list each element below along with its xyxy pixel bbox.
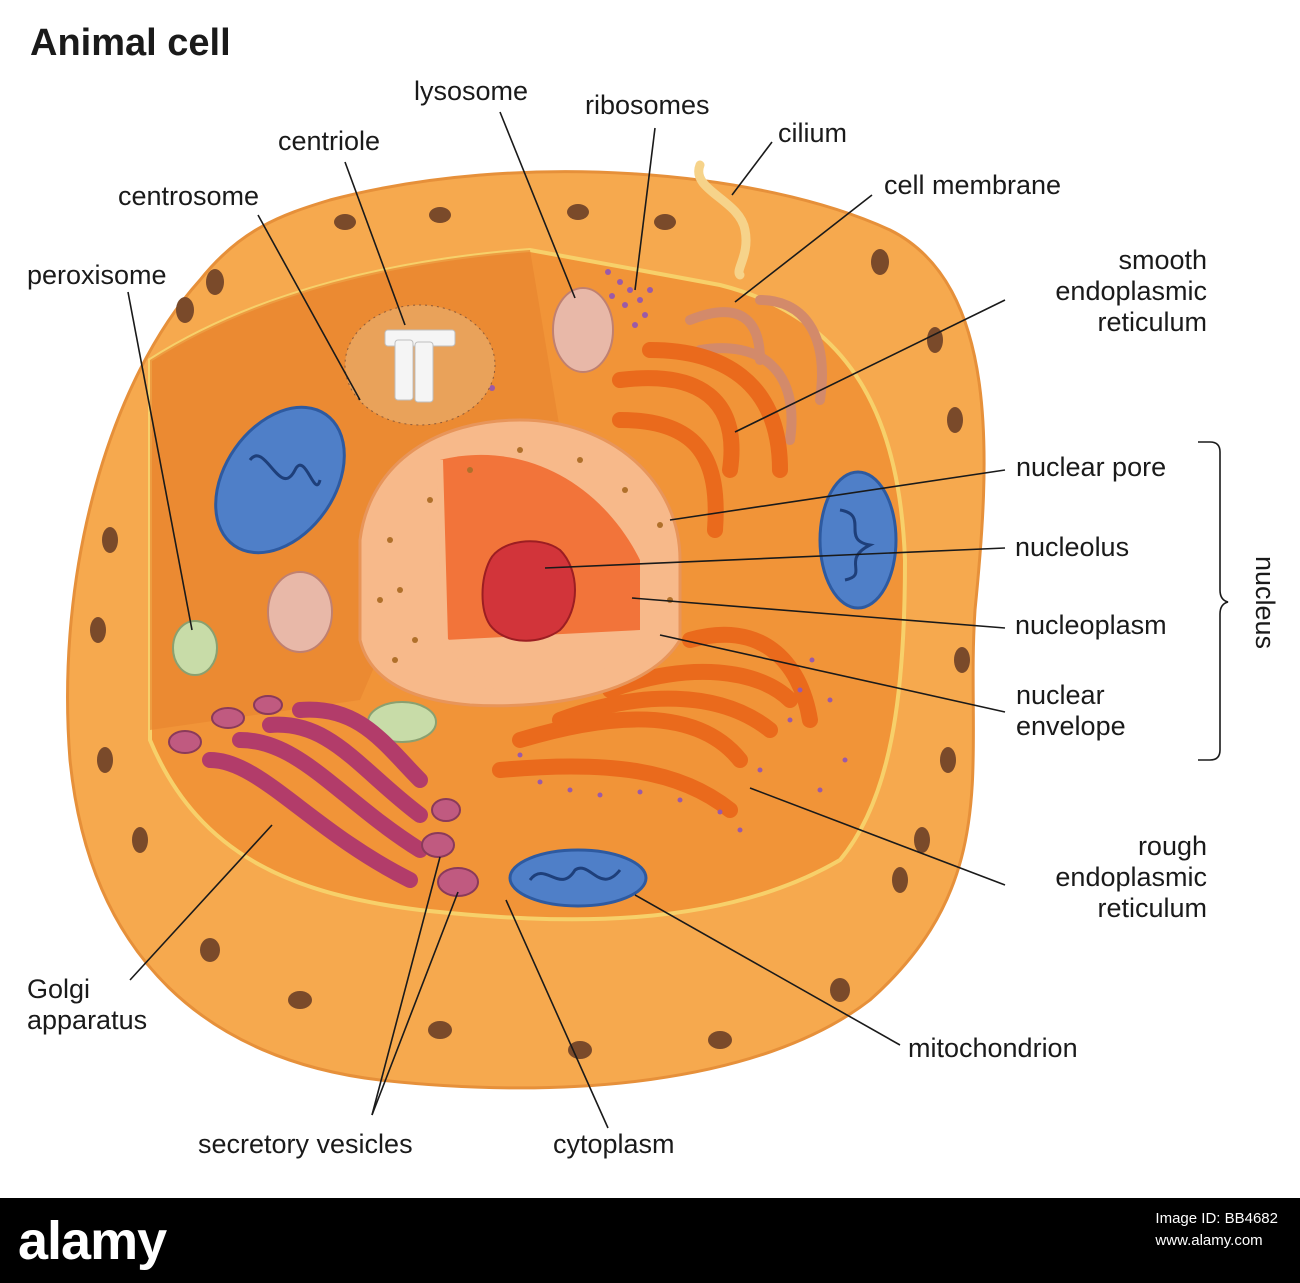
cilium [694, 160, 751, 280]
nucleus-bracket [1198, 441, 1229, 761]
label-rough-er-line3: reticulum [1097, 893, 1207, 923]
label-centriole: centriole [278, 126, 381, 156]
leader-nuclear-pore [669, 469, 1006, 521]
label-smooth-er: smooth endoplasmic reticulum [1055, 245, 1207, 338]
leader-centriole [344, 161, 406, 326]
leader-secretory-vesicles-a [371, 856, 441, 1116]
leader-nucleoplasm [631, 597, 1006, 629]
brand-logo: alamy [18, 1211, 167, 1271]
label-nuclear-pore: nuclear pore [1016, 452, 1167, 482]
rough-er [492, 342, 818, 818]
label-nuclear-envelope-line2: envelope [1016, 711, 1126, 741]
label-centrosome: centrosome [118, 181, 260, 211]
image-id: Image ID: BB4682 www.alamy.com [1155, 1208, 1278, 1252]
vesicle-left [267, 571, 333, 653]
label-lysosome: lysosome [414, 76, 529, 106]
label-cytoplasm: cytoplasm [553, 1129, 675, 1159]
centriole [384, 329, 456, 403]
leader-lines [127, 111, 1229, 1129]
label-secretory-vesicles: secretory vesicles [198, 1129, 413, 1159]
label-cilium: cilium [778, 118, 848, 148]
label-nuclear-envelope-line1: nuclear [1016, 680, 1105, 710]
label-mitochondrion: mitochondrion [908, 1033, 1078, 1063]
label-rough-er: rough endoplasmic reticulum [1055, 831, 1207, 924]
mitochondrion-upper-left [214, 405, 346, 555]
leader-smooth-er [734, 299, 1006, 433]
golgi-apparatus [202, 701, 428, 888]
leader-peroxisome [127, 291, 193, 631]
label-nuclear-envelope: nuclear envelope [1016, 680, 1126, 742]
label-golgi-line2: apparatus [27, 1005, 148, 1035]
smooth-er [685, 295, 827, 445]
lysosome [552, 287, 614, 373]
leader-golgi [129, 824, 273, 981]
leader-lysosome [499, 111, 576, 299]
rough-er-ribosomes [517, 657, 848, 833]
mitochondrion-bottom [508, 848, 648, 908]
mitochondrion-right [818, 470, 898, 610]
label-peroxisome: peroxisome [27, 260, 167, 290]
label-golgi-line1: Golgi [27, 974, 91, 1004]
diagram-title: Animal cell [30, 22, 231, 64]
leader-cell-membrane [734, 194, 873, 303]
membrane-pores [90, 204, 970, 1059]
leader-secretory-vesicles-b [371, 891, 459, 1116]
label-rough-er-line1: rough [1137, 831, 1207, 861]
label-nucleus: nucleus [1250, 555, 1281, 650]
site-url: www.alamy.com [1155, 1232, 1263, 1249]
leader-ribosomes [634, 127, 656, 291]
watermark-footer: alamy Image ID: BB4682 www.alamy.com [0, 1198, 1300, 1283]
label-smooth-er-line2: endoplasmic [1055, 276, 1207, 306]
label-ribosomes: ribosomes [585, 90, 710, 120]
secretory-vesicles [168, 695, 479, 897]
leader-cilium [731, 141, 773, 196]
label-golgi: Golgi apparatus [27, 974, 147, 1036]
leader-nuclear-envelope [659, 634, 1006, 713]
peroxisome [172, 620, 218, 676]
leader-rough-er [749, 787, 1006, 886]
animal-cell-diagram [66, 111, 1229, 1129]
label-cell-membrane: cell membrane [884, 170, 1062, 200]
leader-nucleolus [544, 547, 1006, 569]
leader-centrosome [257, 214, 361, 401]
leader-cytoplasm [505, 899, 609, 1129]
image-id-label: Image ID: BB4682 [1155, 1210, 1278, 1227]
label-nucleolus: nucleolus [1015, 532, 1130, 562]
leader-mitochondrion [634, 894, 901, 1046]
label-smooth-er-line1: smooth [1118, 245, 1207, 275]
nucleolus [481, 540, 576, 642]
label-nucleoplasm: nucleoplasm [1015, 610, 1167, 640]
label-smooth-er-line3: reticulum [1097, 307, 1207, 337]
nucleus [358, 418, 682, 708]
label-rough-er-line2: endoplasmic [1055, 862, 1207, 892]
